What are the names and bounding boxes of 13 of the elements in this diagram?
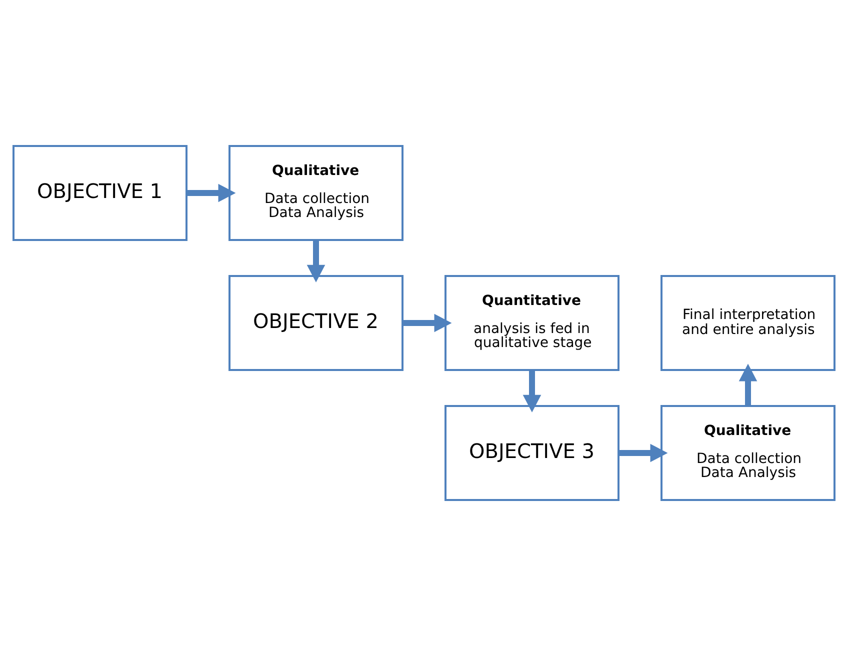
node-box: Final interpretation and entire analysis	[660, 275, 835, 371]
arrow	[402, 314, 452, 332]
arrow	[186, 184, 236, 202]
node-box: Qualitative Data collection Data Analysis	[660, 405, 835, 501]
node-box: OBJECTIVE 2	[228, 275, 403, 371]
arrow	[522, 370, 541, 412]
node-box: Quantitative analysis is fed in qualitative stage	[444, 275, 619, 371]
arrow	[306, 240, 325, 282]
arrow	[618, 444, 668, 462]
node-box: Qualitative Data collection Data Analysis	[228, 145, 403, 241]
arrow	[738, 364, 757, 406]
node-box: OBJECTIVE 1	[12, 145, 187, 241]
node-box: OBJECTIVE 3	[444, 405, 619, 501]
